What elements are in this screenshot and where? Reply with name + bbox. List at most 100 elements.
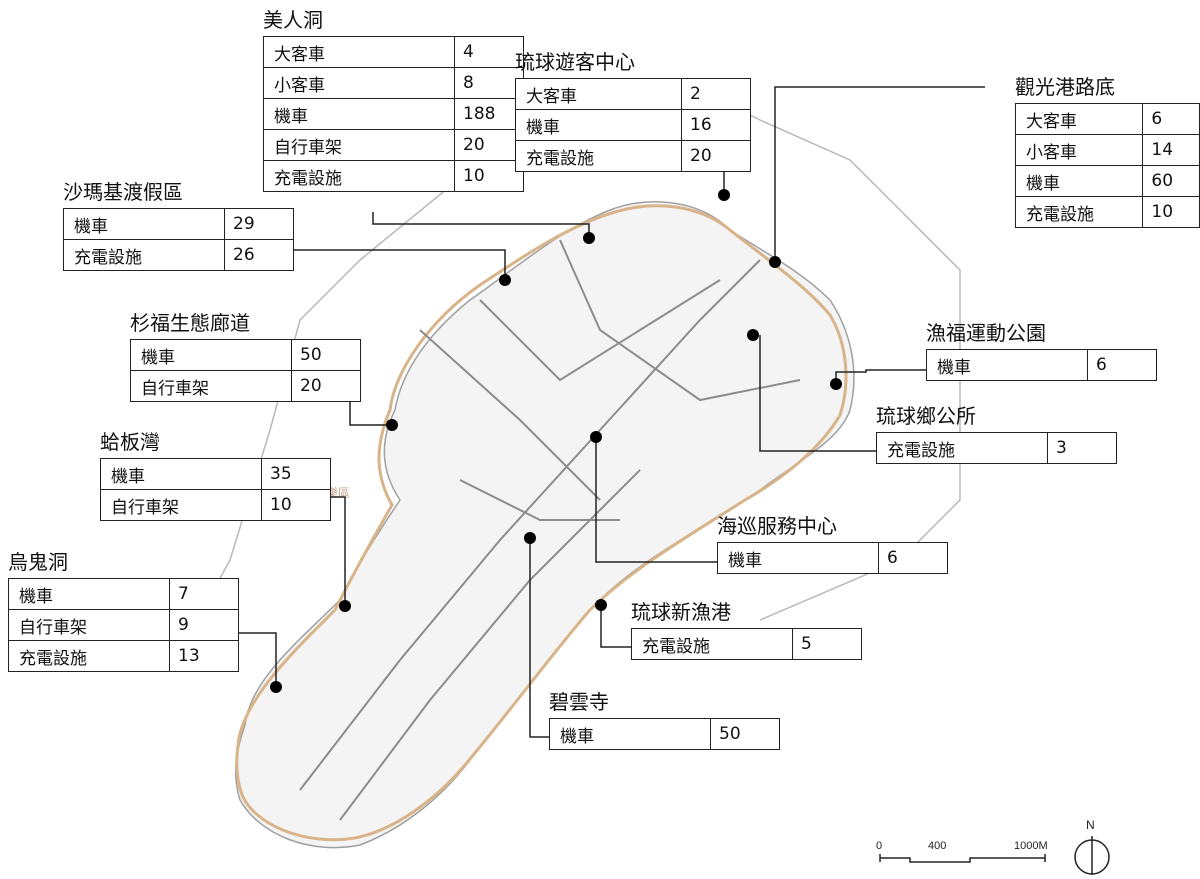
- facility-count: 26: [224, 239, 294, 271]
- pin-shanfu: [386, 419, 398, 431]
- pin-new-fishing-port: [595, 599, 607, 611]
- facility-label: 小客車: [263, 67, 455, 99]
- facility-count: 9: [169, 609, 239, 641]
- pin-tourist-port: [769, 256, 781, 268]
- facility-count: 35: [261, 458, 331, 490]
- location-name: 琉球鄉公所: [876, 404, 976, 428]
- facility-label: 機車: [515, 109, 682, 141]
- facility-count: 14: [1142, 134, 1200, 166]
- location-pins: [270, 189, 842, 693]
- facility-label: 充電設施: [1014, 196, 1144, 228]
- facility-label: 大客車: [515, 78, 682, 110]
- facility-count: 8: [454, 67, 524, 99]
- facility-label: 自行車架: [8, 609, 170, 641]
- facility-count: 4: [454, 36, 524, 68]
- location-name: 碧雲寺: [549, 690, 609, 714]
- facility-label: 機車: [717, 542, 879, 574]
- pin-yufu-park: [830, 378, 842, 390]
- facility-label: 自行車架: [100, 489, 262, 521]
- facility-count: 50: [710, 718, 780, 750]
- location-name: 海巡服務中心: [717, 514, 837, 538]
- location-name: 沙瑪基渡假區: [63, 180, 183, 204]
- pin-biyun-temple: [524, 532, 536, 544]
- facility-count: 6: [878, 542, 948, 574]
- facility-count: 5: [792, 628, 862, 660]
- location-name: 琉球新漁港: [631, 600, 731, 624]
- road-network: [299, 239, 801, 821]
- location-name: 美人洞: [263, 8, 323, 32]
- facility-label: 自行車架: [263, 129, 455, 161]
- facility-count: 6: [1087, 349, 1157, 381]
- facility-count: 10: [454, 160, 524, 192]
- facility-count: 6: [1142, 103, 1200, 135]
- facility-label: 充電設施: [63, 239, 225, 271]
- north-label: N: [1086, 818, 1095, 832]
- facility-count: 2: [681, 78, 751, 110]
- facility-count: 3: [1047, 432, 1117, 464]
- scale-label-end: 1000M: [1014, 840, 1048, 852]
- facility-label: 機車: [100, 458, 262, 490]
- location-name: 杉福生態廊道: [130, 311, 250, 335]
- location-name: 漁福運動公園: [926, 321, 1046, 345]
- facility-count: 188: [454, 98, 524, 130]
- location-name: 蛤板灣: [100, 430, 160, 454]
- facility-count: 10: [1142, 196, 1200, 228]
- location-name: 琉球遊客中心: [515, 50, 635, 74]
- pin-meirendong: [583, 232, 595, 244]
- facility-count: 7: [169, 578, 239, 610]
- pin-coast-guard: [590, 431, 602, 443]
- facility-label: 充電設施: [515, 140, 682, 172]
- facility-label: 機車: [263, 98, 455, 130]
- facility-label: 大客車: [1014, 103, 1144, 135]
- location-name: 觀光港路底: [1015, 75, 1115, 99]
- facility-label: 機車: [63, 208, 225, 240]
- pin-township-office: [747, 329, 759, 341]
- pin-wuguidong: [270, 681, 282, 693]
- pin-shamaji: [499, 274, 511, 286]
- facility-label: 小客車: [1014, 134, 1144, 166]
- scale-bar: [879, 854, 1046, 863]
- coastal-road: [235, 204, 848, 842]
- facility-label: 充電設施: [263, 160, 455, 192]
